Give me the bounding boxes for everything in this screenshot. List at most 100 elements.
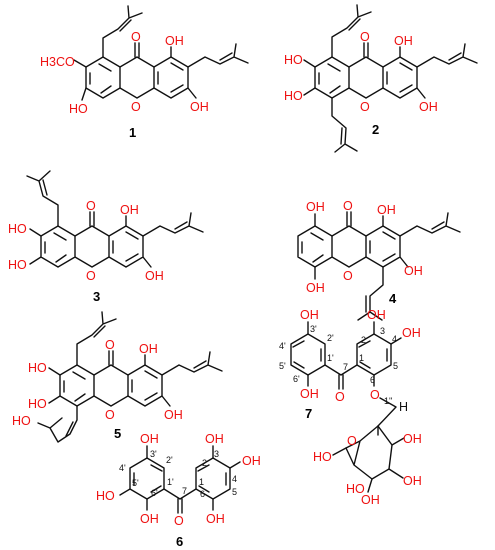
compound-5-oh-right: OH xyxy=(164,408,183,422)
compound-3-oh-top: OH xyxy=(120,203,139,217)
compound-1-prenyl-right xyxy=(187,43,249,68)
compound-4-right-ring xyxy=(365,225,401,268)
compound-7-ketone-o: O xyxy=(335,390,345,404)
compound-5-oh-left-lower: HO xyxy=(28,397,47,411)
compound-2-right-ring xyxy=(382,56,418,99)
compound-1-ketone-bond xyxy=(134,42,140,58)
compound-2-prenyl-top xyxy=(331,4,372,58)
compound-7-oh-2: OH xyxy=(367,308,386,322)
compound-1-left-ring xyxy=(85,56,121,99)
compound-2-ketone-o: O xyxy=(360,30,370,44)
compound-4-prenyl-right xyxy=(399,212,461,237)
compound-6-substituent-bonds xyxy=(119,445,241,511)
compound-5-substituent-bonds xyxy=(48,354,171,407)
compound-1-center-ring xyxy=(119,56,155,99)
compound-1-oh-top: OH xyxy=(165,34,184,48)
compound-1-methoxy: H3CO xyxy=(40,55,75,69)
compound-3-prenyl-right xyxy=(142,212,204,237)
compound-5-oh-top: OH xyxy=(139,342,158,356)
compound-6-oh-3prime: OH xyxy=(140,432,159,446)
compound-7-sugar-ring-o: O xyxy=(347,434,357,448)
compound-2-oh-top: OH xyxy=(394,34,413,48)
compound-1-right-ring xyxy=(153,56,189,99)
compound-6-pos-6: 6 xyxy=(200,489,205,499)
compound-6-pos-5: 5 xyxy=(232,487,237,497)
compound-7-oh-3prime: OH xyxy=(300,308,319,322)
compound-7-pos-4: 4 xyxy=(392,334,397,344)
compound-6-pos-3prime: 3' xyxy=(150,449,157,459)
compound-7-oh-4: OH xyxy=(402,326,421,340)
compound-2-oh-left-upper: HO xyxy=(284,53,303,67)
compound-7-carbonyl-bridge xyxy=(324,364,358,390)
compound-7-oh-6prime: OH xyxy=(300,387,319,401)
compound-3-number: 3 xyxy=(93,289,100,304)
compound-3-ketone-bond xyxy=(89,211,95,227)
compound-7-pos-1dprime: 1'' xyxy=(384,396,393,406)
compound-5-right-ring xyxy=(127,364,163,407)
compound-2-oh-right: OH xyxy=(419,100,438,114)
compound-1-oh-left: HO xyxy=(69,102,88,116)
compound-3-left-ring xyxy=(40,225,76,268)
compound-4-prenyl-bottom xyxy=(357,266,384,321)
compound-6-pos-6prime: 6' xyxy=(151,488,158,498)
compound-5-left-ring xyxy=(59,364,95,407)
compound-5-ketone-o: O xyxy=(105,338,115,352)
compound-7-pos-5: 5 xyxy=(393,361,398,371)
compound-5-prenyl-top xyxy=(76,311,117,366)
compound-7-pos-4prime: 4' xyxy=(279,341,286,351)
compound-3-ketone-o: O xyxy=(86,199,96,213)
compound-2-ketone-bond xyxy=(363,42,369,58)
compound-1-number: 1 xyxy=(129,125,136,140)
compound-6-ketone-o: O xyxy=(174,514,184,528)
compound-7-oh-sugar-3: OH xyxy=(403,474,422,488)
compound-5-ring-o: O xyxy=(105,408,115,422)
compound-7-number: 7 xyxy=(305,406,312,421)
compound-7-substituent-bonds xyxy=(307,321,402,387)
compound-1-substituent-bonds xyxy=(73,46,197,101)
compound-7-oh-sugar-4: OH xyxy=(361,493,380,507)
compound-7-oh-sugar-5: HO xyxy=(346,482,365,496)
compound-7-pos-2prime: 2' xyxy=(327,333,334,343)
compound-4-oh-right: OH xyxy=(404,264,423,278)
compound-6-oh-5prime: HO xyxy=(96,489,115,503)
compound-3: O O OH HO HO OH 3 xyxy=(8,170,204,304)
compound-2: O O OH HO HO OH 2 xyxy=(284,4,478,153)
compound-7-oh-sugar-2: OH xyxy=(403,432,422,446)
compound-6-pos-1: 1 xyxy=(199,477,204,487)
compound-1-oh-right: OH xyxy=(190,100,209,114)
compound-6-pos-2: 2 xyxy=(202,458,207,468)
compound-7-oh-sugar-left: HO xyxy=(313,450,332,464)
compound-1-ring-o: O xyxy=(131,100,141,114)
compound-7-pos-2: 2 xyxy=(361,335,366,345)
compound-5-oh-tertiary: HO xyxy=(12,414,31,428)
compound-2-ring-o: O xyxy=(360,100,370,114)
compound-3-oh-left-upper: HO xyxy=(8,222,27,236)
compound-1-prenyl-left xyxy=(102,5,143,58)
compound-3-right-ring xyxy=(108,225,144,268)
compound-3-oh-right: OH xyxy=(145,269,164,283)
compound-6-pos-3: 3 xyxy=(214,449,219,459)
compound-4-substituent-bonds xyxy=(314,213,409,280)
compound-7-left-ring xyxy=(290,333,326,376)
compound-5: O O OH HO HO HO OH 5 xyxy=(12,311,223,443)
compound-6-oh-4: OH xyxy=(242,454,261,468)
compound-7-pos-6prime: 6' xyxy=(293,374,300,384)
compound-6-number: 6 xyxy=(176,534,183,549)
compound-4-oh-top-left: OH xyxy=(306,200,325,214)
compound-4: O O OH OH OH OH 4 xyxy=(297,199,461,321)
compound-1-ketone-o: O xyxy=(131,30,141,44)
compound-4-left-ring xyxy=(297,225,333,268)
compound-7-pos-3prime: 3' xyxy=(310,324,317,334)
compound-1: O O OH HO OH H3CO 1 xyxy=(40,5,249,140)
compound-6-oh-6: OH xyxy=(206,512,225,526)
compound-5-prenyl-right xyxy=(161,351,223,376)
compound-2-oh-left-lower: HO xyxy=(284,89,303,103)
compound-2-left-ring xyxy=(314,56,350,99)
compound-6-carbonyl-bridge xyxy=(163,488,197,514)
compound-6-pos-5prime: 5' xyxy=(132,478,139,488)
compound-6-pos-4prime: 4' xyxy=(119,463,126,473)
compound-7-pos-7: 7 xyxy=(343,362,348,372)
compound-6-oh-2: OH xyxy=(205,432,224,446)
